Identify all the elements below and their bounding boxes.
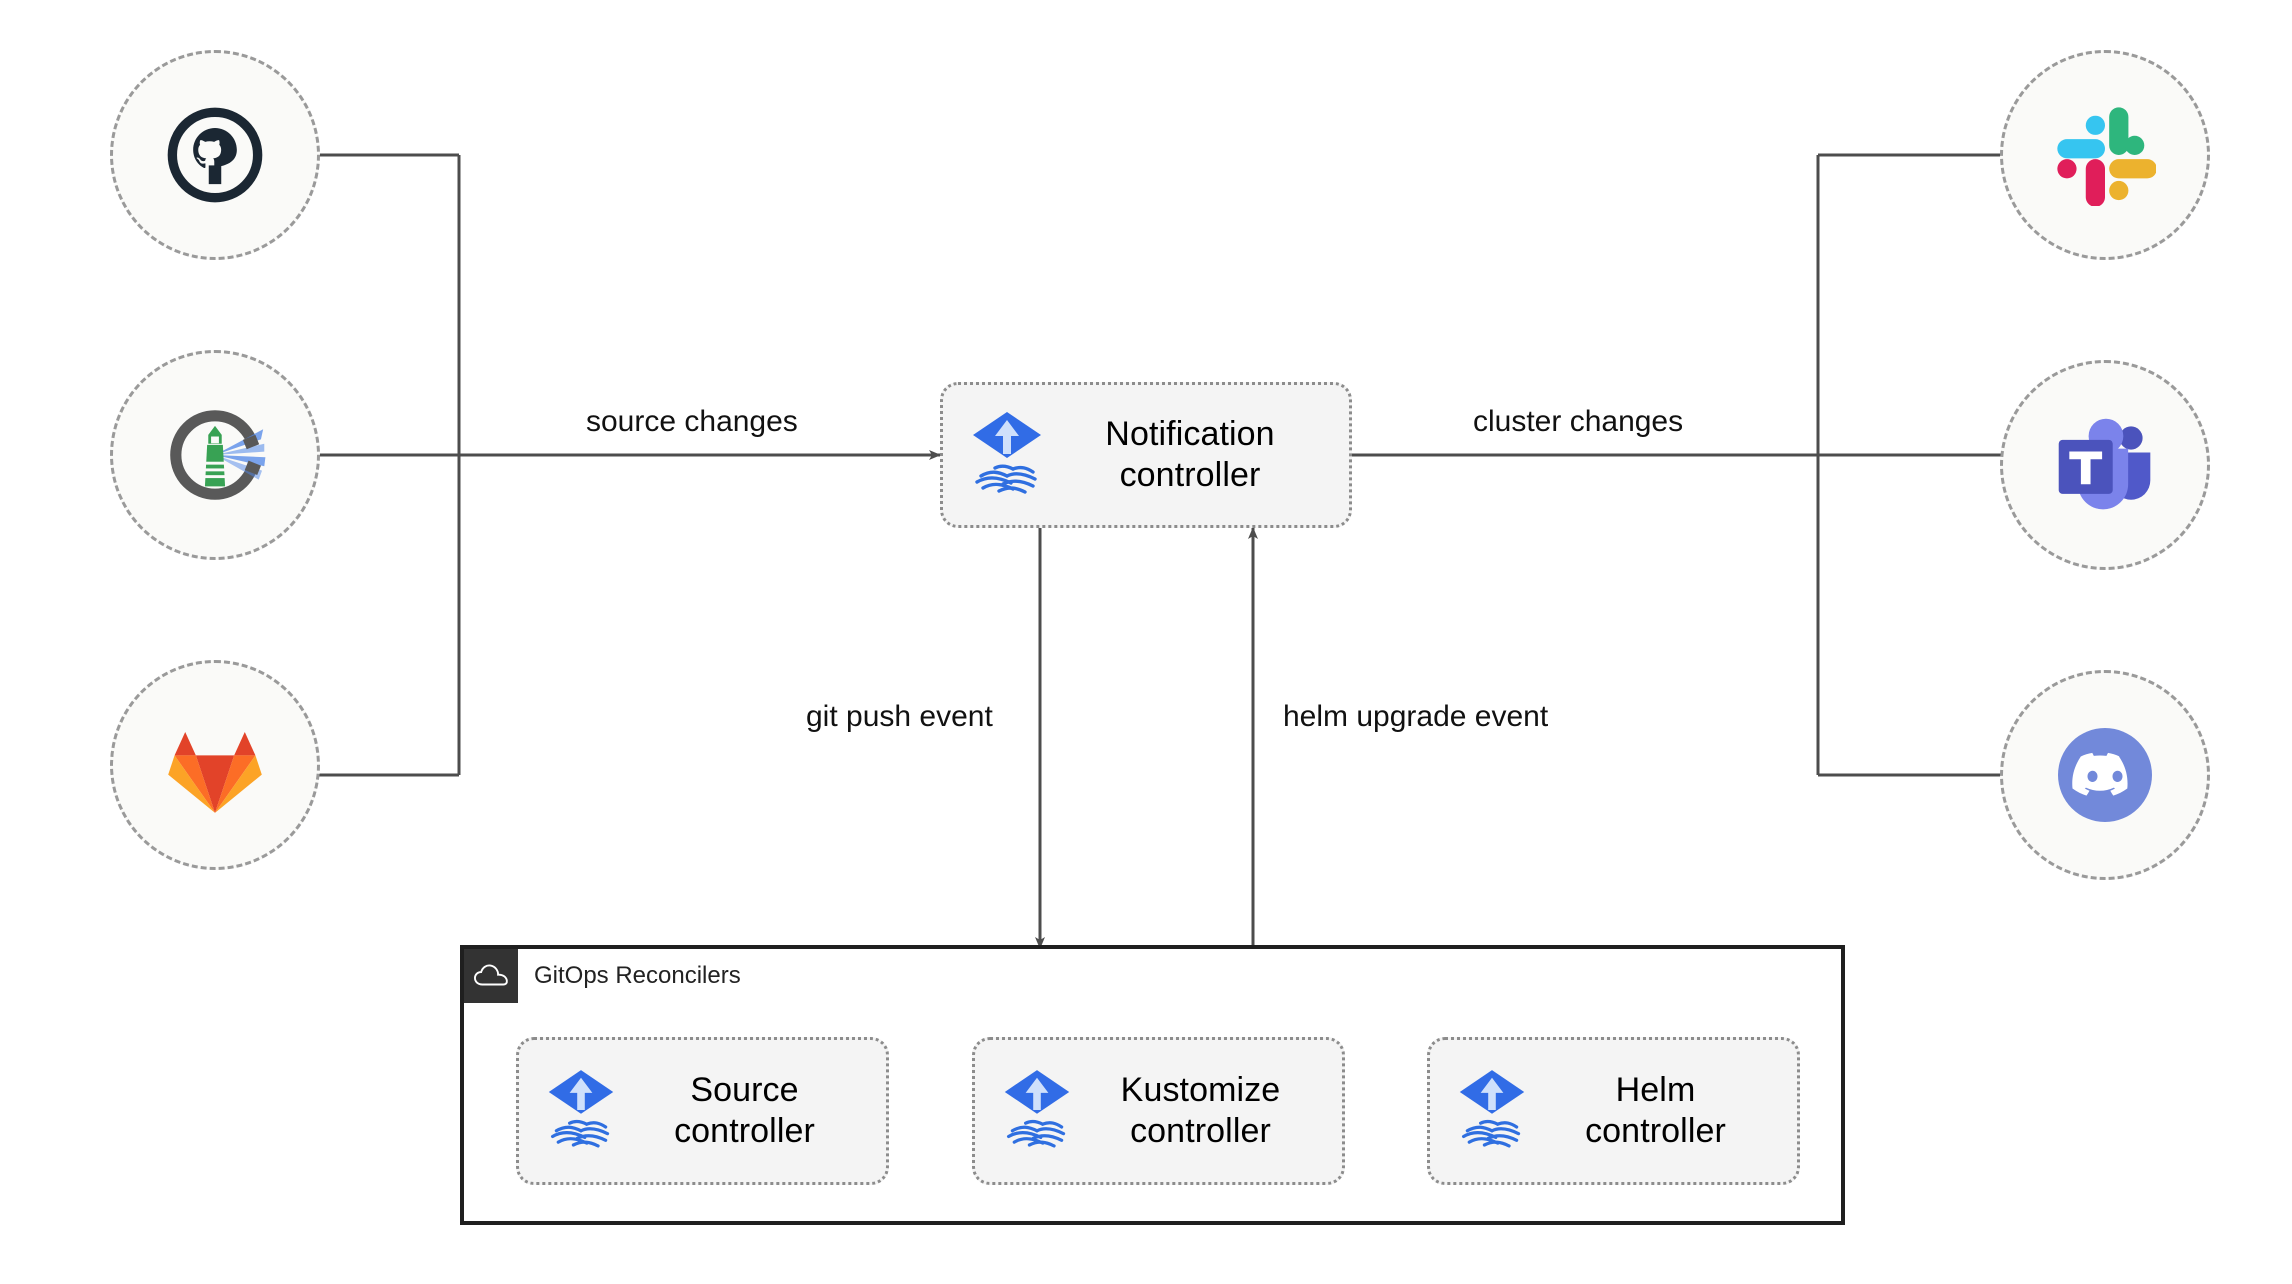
gitops-reconcilers-container: GitOps Reconcilers xyxy=(460,945,1845,1225)
discord-icon xyxy=(2058,728,2152,822)
teams-icon xyxy=(2058,418,2151,510)
flux-logo-icon xyxy=(969,410,1045,501)
source-node-github[interactable] xyxy=(110,50,320,260)
helm-controller-box[interactable]: Helm controller xyxy=(1427,1037,1800,1185)
edge-label-helm-upgrade-event: helm upgrade event xyxy=(1275,700,1557,734)
edge-label-git-push-event: git push event xyxy=(798,700,1001,734)
flux-logo-icon xyxy=(1001,1067,1073,1156)
destination-node-discord[interactable] xyxy=(2000,670,2210,880)
source-controller-label: Source controller xyxy=(674,1070,815,1150)
flux-logo-icon xyxy=(1456,1067,1528,1156)
kustomize-controller-box[interactable]: Kustomize controller xyxy=(972,1037,1345,1185)
cloud-icon xyxy=(464,949,518,1003)
helm-controller-label: Helm controller xyxy=(1585,1070,1726,1150)
notification-controller-label: Notification controller xyxy=(1105,414,1275,494)
destination-node-teams[interactable] xyxy=(2000,360,2210,570)
gitops-container-header: GitOps Reconcilers xyxy=(464,949,741,1003)
edge-label-source-changes: source changes xyxy=(578,405,806,439)
kustomize-controller-label: Kustomize controller xyxy=(1120,1070,1281,1150)
source-node-flux[interactable] xyxy=(110,350,320,560)
gitlab-icon xyxy=(168,732,262,813)
flux-logo-icon xyxy=(545,1067,617,1156)
edge-cluster-changes xyxy=(1352,150,2061,780)
destination-node-slack[interactable] xyxy=(2000,50,2210,260)
source-controller-box[interactable]: Source controller xyxy=(516,1037,889,1185)
slack-icon xyxy=(2057,107,2156,206)
github-icon xyxy=(167,107,263,203)
flux-lighthouse-icon xyxy=(170,410,267,500)
edge-source-changes xyxy=(215,153,941,777)
edge-label-cluster-changes: cluster changes xyxy=(1465,405,1692,439)
source-node-gitlab[interactable] xyxy=(110,660,320,870)
notification-controller-box[interactable]: Notification controller xyxy=(940,382,1352,528)
gitops-container-title: GitOps Reconcilers xyxy=(534,962,741,989)
